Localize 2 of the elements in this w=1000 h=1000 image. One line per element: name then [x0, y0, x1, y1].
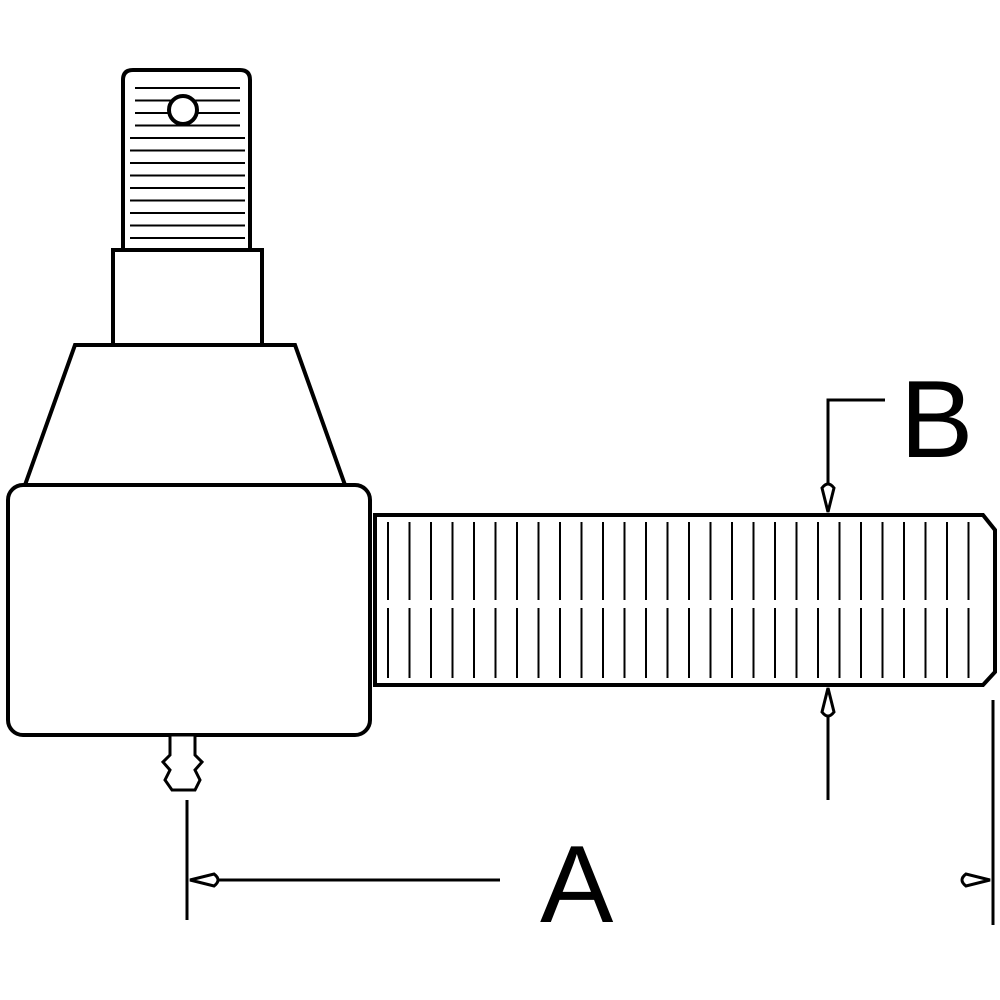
dimension-label: A [540, 830, 614, 940]
dimension-label: B [900, 365, 974, 475]
